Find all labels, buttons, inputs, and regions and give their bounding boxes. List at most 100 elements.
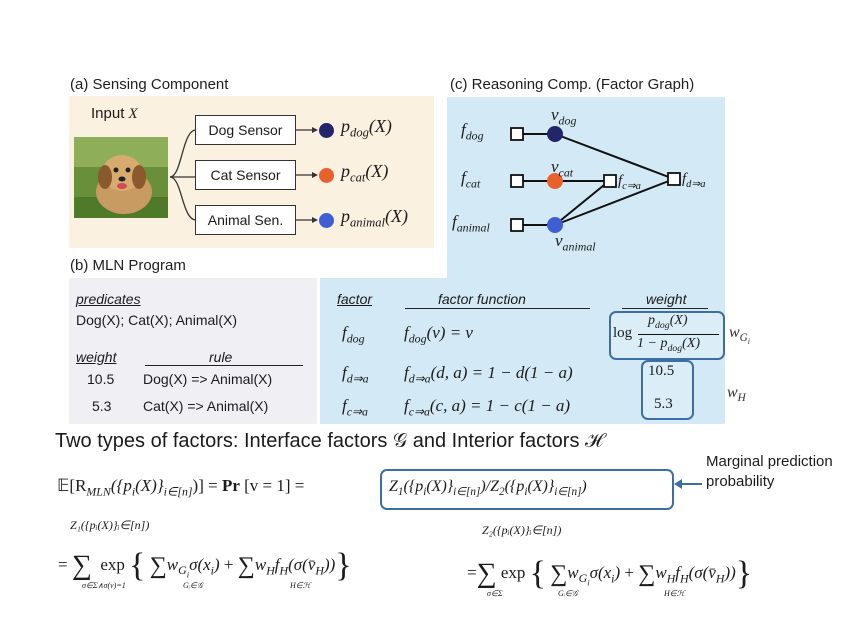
eq-pr-rest: [v = 1] =: [239, 476, 305, 495]
f-animal-symbol: f: [452, 212, 457, 231]
v-animal-label: vanimal: [555, 231, 596, 254]
f-cat-square: [510, 174, 524, 188]
row1-function-body: (v) = v: [426, 323, 473, 342]
log-den-prefix: 1 − p: [637, 336, 668, 351]
marginal-annotation: Marginal prediction probability: [706, 453, 833, 490]
factor-table-panel: [320, 278, 724, 424]
v-cat-label: vcat: [551, 157, 573, 180]
f-ca-subscript: c⇒a: [622, 181, 641, 192]
w-g-subsub: i: [747, 337, 750, 347]
log-fraction-bar: [638, 334, 719, 335]
w-h-label: wH: [727, 384, 746, 404]
p-animal-output: panimal(X): [341, 206, 408, 231]
f-da-symbol: f: [682, 171, 687, 187]
row3-function-body: (c, a) = 1 − c(1 − a): [429, 396, 571, 415]
f-da-subscript: d⇒a: [686, 179, 706, 190]
animal-output-dot: [319, 213, 334, 228]
z2-inner1-under: Gᵢ∈𝒢: [558, 589, 578, 598]
p-cat-output: pcat(X): [341, 161, 388, 186]
dog-output-dot: [319, 123, 334, 138]
eq-lhs-rest2: (X)}: [135, 476, 164, 495]
eq-pr: Pr: [221, 476, 240, 495]
predicates-header: predicates: [76, 291, 141, 307]
interior-weights-box: [641, 360, 694, 420]
v-dog-subscript: dog: [558, 113, 577, 128]
f-dog-square: [510, 127, 524, 141]
row1-factor-subscript: dog: [346, 331, 365, 346]
log-label: log: [613, 325, 633, 341]
f-cat-subscript: cat: [465, 176, 481, 191]
w-g-label: wGi: [729, 324, 750, 346]
dog-sensor-box: Dog Sensor: [195, 115, 296, 145]
log-den-subscript: dog: [667, 342, 683, 354]
p-animal-symbol: p: [341, 206, 350, 226]
factor-col-header: factor: [337, 291, 373, 307]
predicates-list: Dog(X); Cat(X); Animal(X): [76, 312, 238, 328]
eq-lhs: 𝔼[R: [57, 476, 87, 495]
eq-lhs-index: i∈[n]: [163, 484, 193, 499]
z1-sum-under: σ∈Σ∧σ(v)=1: [82, 581, 126, 590]
log-numerator: pdog(X): [648, 313, 688, 331]
v-dog-label: vdog: [551, 105, 576, 128]
row2-function-subscript: d⇒a: [408, 371, 431, 386]
v-dog-node: [547, 126, 563, 142]
z2-header: Z₂({pᵢ(X)}ᵢ∈[n]): [482, 523, 562, 537]
expectation-equation: 𝔼[RMLN({pi(X)}i∈[n])] = Pr [v = 1] =: [57, 476, 305, 499]
row1-factor: fdog: [342, 323, 365, 346]
f-dog-label: fdog: [461, 120, 484, 143]
w-g-symbol: w: [729, 324, 740, 341]
weight-col-header: weight: [646, 291, 687, 307]
f-ca-label: fc⇒a: [618, 173, 641, 192]
weight-value-1: 10.5: [648, 363, 675, 379]
factor-graph: [510, 126, 681, 233]
p-cat-arg: (X): [365, 161, 389, 181]
log-den-arg: (X): [682, 336, 701, 351]
row3-factor: fc⇒a: [342, 396, 368, 419]
p-dog-symbol: p: [341, 116, 350, 136]
row2-factor-subscript: d⇒a: [346, 371, 369, 386]
f-ca-square: [603, 174, 617, 188]
f-da-label: fd⇒a: [682, 171, 705, 190]
f-dog-subscript: dog: [465, 128, 484, 143]
animal-sensor-box: Animal Sen.: [195, 205, 296, 235]
annotation-arrow: [674, 479, 702, 489]
v-cat-node: [547, 173, 563, 189]
rule-text-1: Dog(X) => Animal(X): [143, 371, 273, 387]
row3-function-subscript: c⇒a: [408, 404, 430, 419]
function-col-header: factor function: [438, 291, 526, 307]
row3-factor-subscript: c⇒a: [346, 404, 368, 419]
log-weight-box: [609, 311, 725, 360]
p-cat-symbol: p: [341, 161, 350, 181]
z1-inner1-under: Gᵢ∈𝒢: [183, 581, 203, 590]
w-g-subscript: G: [739, 332, 748, 345]
two-types-sentence: Two types of factors: Interface factors …: [55, 430, 604, 452]
rule-header-underline: [145, 365, 303, 366]
p-cat-subscript: cat: [350, 170, 366, 185]
input-label-prefix: Input: [91, 105, 129, 122]
log-numerator-subscript: dog: [655, 319, 670, 331]
eq-lhs-close: )] =: [192, 476, 222, 495]
f-animal-label: fanimal: [452, 212, 490, 235]
reasoning-title: (c) Reasoning Comp. (Factor Graph): [450, 76, 695, 93]
v-animal-symbol: v: [555, 231, 563, 250]
rule-weight-2: 5.3: [92, 398, 112, 414]
input-label-var: X: [128, 106, 138, 122]
mln-title: (b) MLN Program: [70, 257, 186, 274]
z2-sum-under: σ∈Σ: [487, 589, 503, 598]
eq-lhs-subscript: MLN: [86, 484, 111, 499]
sensing-title: (a) Sensing Component: [70, 76, 229, 93]
cat-sensor-box: Cat Sensor: [195, 160, 296, 190]
f-cat-label: fcat: [461, 168, 480, 191]
row1-function: fdog(v) = v: [404, 323, 473, 346]
rule-weight-1: 10.5: [87, 371, 115, 387]
p-animal-subscript: animal: [350, 215, 385, 230]
f-ca-symbol: f: [618, 173, 623, 189]
log-numerator-arg: (X): [669, 313, 688, 328]
ratio-expression: Z1({pi(X)}i∈[n])/Z2({pi(X)}i∈[n]): [389, 478, 587, 499]
row2-function-body: (d, a) = 1 − d(1 − a): [430, 363, 573, 382]
function-header-underline: [405, 308, 590, 309]
z2-expression: =∑ exp { ∑wGiσ(xi) + ∑wHfH(σ(v̄H))}: [467, 555, 753, 592]
f-animal-subscript: animal: [456, 220, 490, 235]
f-cat-symbol: f: [461, 168, 466, 187]
cat-output-dot: [319, 168, 334, 183]
